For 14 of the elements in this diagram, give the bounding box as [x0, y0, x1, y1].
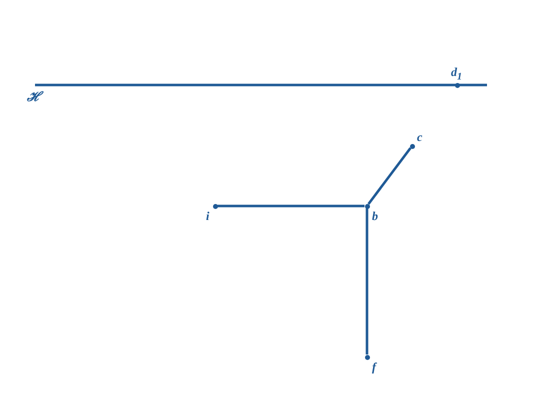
point-dot	[212, 204, 218, 208]
line-segment	[366, 208, 368, 354]
line-label: ℋ	[27, 90, 41, 103]
point-dot	[364, 354, 370, 360]
point-label: c	[417, 131, 422, 143]
point-label: b	[372, 210, 378, 222]
point-label: i	[206, 210, 210, 222]
point-dot	[410, 144, 414, 148]
point-label: d$_{1}$	[451, 66, 462, 82]
point-label: f	[372, 361, 376, 373]
point-dot	[364, 204, 370, 208]
line-segment	[368, 147, 412, 205]
line-segment	[218, 204, 364, 208]
point-dot	[454, 82, 460, 88]
